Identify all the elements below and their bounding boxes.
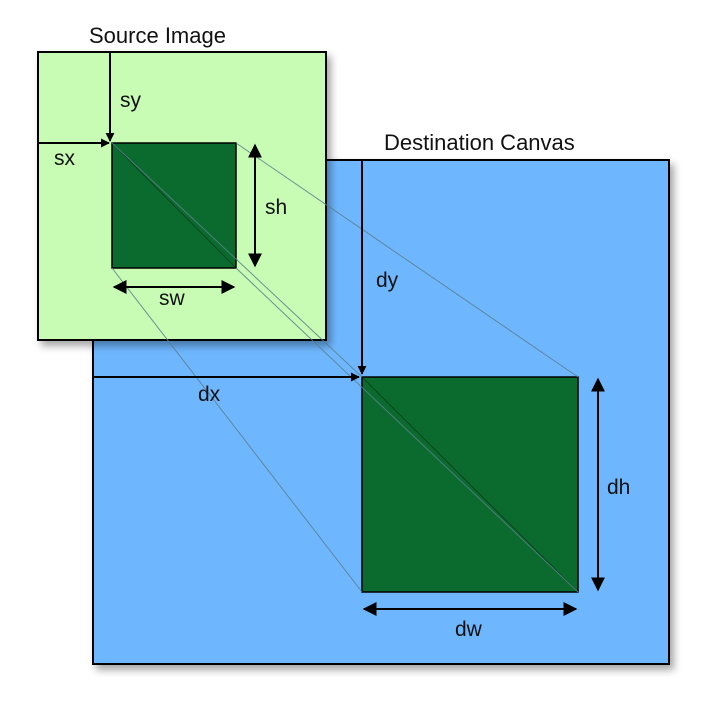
projection-guides [111,142,579,593]
source-image-title: Source Image [89,23,226,48]
dw-label: dw [455,618,483,641]
sx-label: sx [54,147,76,170]
dx-label: dx [198,383,221,406]
destination-region-diagonal [361,376,579,593]
source-region-diagonal [111,142,237,269]
destination-arrows [94,161,605,616]
dy-label: dy [376,269,399,292]
sh-label: sh [265,196,287,219]
projection-line-top-left [111,142,363,378]
source-region [111,142,237,269]
destination-region [361,376,579,593]
sw-label: sw [159,287,186,310]
projection-line-bottom-right [235,267,579,593]
source-arrows [39,53,262,294]
dh-label: dh [607,476,630,499]
sy-label: sy [120,89,142,112]
projection-line-bottom-left [111,267,363,593]
projection-line-top-right [235,142,579,378]
destination-canvas-title: Destination Canvas [384,130,575,155]
